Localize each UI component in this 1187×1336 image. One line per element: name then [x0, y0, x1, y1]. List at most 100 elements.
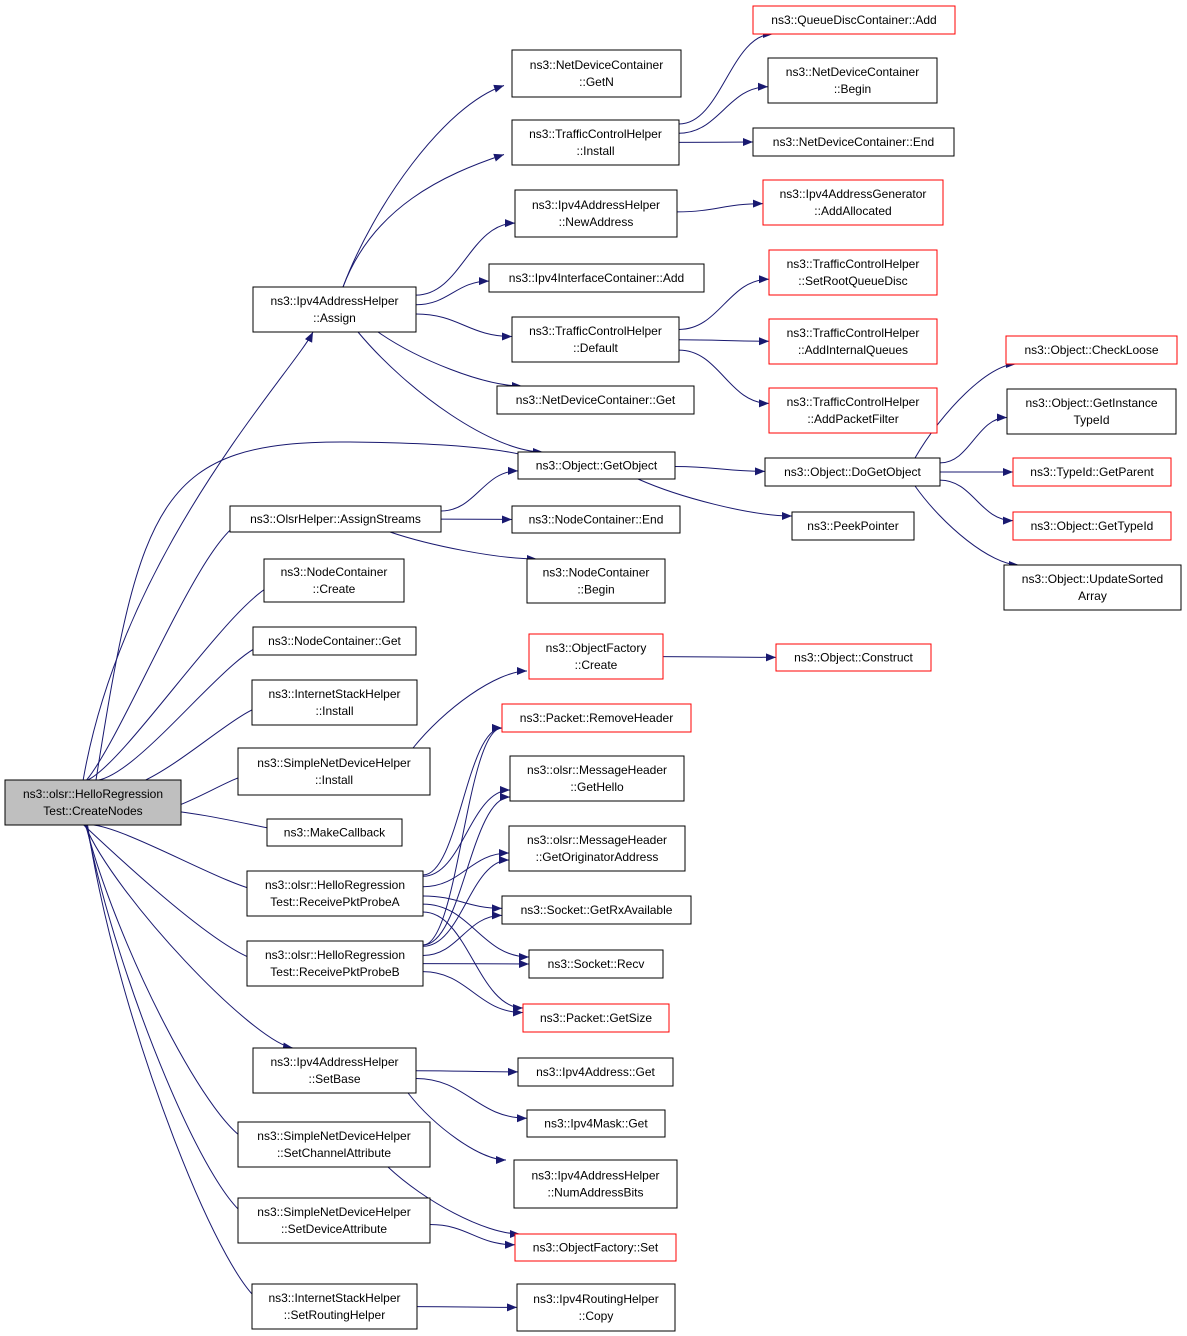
node-label: ns3::Ipv4AddressGenerator	[780, 187, 927, 201]
node-label: ns3::Ipv4AddressHelper	[532, 198, 660, 212]
node-obj-construct[interactable]: ns3::Object::Construct	[775, 643, 932, 672]
edge-root-to-nc_get	[88, 640, 269, 781]
node-ipv4ic-add[interactable]: ns3::Ipv4InterfaceContainer::Add	[488, 263, 705, 293]
node-tch-addinternal[interactable]: ns3::TrafficControlHelper::AddInternalQu…	[768, 318, 938, 365]
node-mh-gethello[interactable]: ns3::olsr::MessageHeader::GetHello	[509, 755, 685, 802]
node-box	[775, 643, 932, 672]
node-box	[237, 1121, 431, 1168]
edge-root-to-ipv4ah_setbase	[84, 824, 294, 1051]
node-ipv4mask-get[interactable]: ns3::Ipv4Mask::Get	[526, 1109, 666, 1138]
node-ndc-get[interactable]: ns3::NetDeviceContainer::Get	[496, 385, 695, 415]
node-obj-dogetobject[interactable]: ns3::Object::DoGetObject	[764, 457, 941, 487]
node-qdc-add[interactable]: ns3::QueueDiscContainer::Add	[752, 5, 956, 35]
node-label: ns3::olsr::HelloRegression	[265, 948, 405, 962]
node-root[interactable]: ns3::olsr::HelloRegressionTest::CreateNo…	[4, 779, 182, 826]
node-label: ::NewAddress	[559, 215, 634, 229]
node-box	[526, 1109, 666, 1138]
node-nc-get[interactable]: ns3::NodeContainer::Get	[252, 626, 417, 656]
edge-ipv4ah_newaddress-to-ipv4ag_addalloc	[676, 199, 764, 213]
edge-obj_getobject-to-obj_dogetobject	[674, 465, 766, 476]
node-of-create[interactable]: ns3::ObjectFactory::Create	[528, 633, 664, 680]
node-ndc-begin[interactable]: ns3::NetDeviceContainer::Begin	[767, 57, 938, 104]
node-ipv4ah-setbase[interactable]: ns3::Ipv4AddressHelper::SetBase	[252, 1047, 417, 1094]
node-sndh-setchannel[interactable]: ns3::SimpleNetDeviceHelper::SetChannelAt…	[237, 1121, 431, 1168]
node-box	[528, 633, 664, 680]
node-box	[4, 779, 182, 826]
node-label: ::SetDeviceAttribute	[281, 1222, 387, 1236]
node-peekpointer[interactable]: ns3::PeekPointer	[791, 511, 915, 541]
node-obj-checkloose[interactable]: ns3::Object::CheckLoose	[1005, 335, 1178, 365]
node-label: ns3::ObjectFactory	[546, 641, 647, 655]
node-typeid-getparent[interactable]: ns3::TypeId::GetParent	[1012, 457, 1172, 487]
node-nc-begin[interactable]: ns3::NodeContainer::Begin	[526, 558, 666, 604]
node-label: ns3::Object::GetObject	[536, 459, 658, 473]
node-ndc-getn[interactable]: ns3::NetDeviceContainer::GetN	[511, 49, 682, 98]
node-probe-a[interactable]: ns3::olsr::HelloRegressionTest::ReceiveP…	[246, 870, 424, 917]
node-label: ns3::Ipv4Address::Get	[536, 1065, 655, 1079]
node-olsr-assignstreams[interactable]: ns3::OlsrHelper::AssignStreams	[229, 505, 442, 533]
node-ipv4ah-assign[interactable]: ns3::Ipv4AddressHelper::Assign	[252, 286, 417, 333]
edge-probe_b-to-mh_getorig	[422, 856, 510, 947]
node-box	[1006, 388, 1177, 435]
node-box	[511, 119, 680, 166]
node-label: ns3::NetDeviceContainer	[530, 58, 663, 72]
node-obj-getobject[interactable]: ns3::Object::GetObject	[517, 451, 676, 480]
node-box	[511, 505, 681, 534]
node-label: ns3::Ipv4AddressHelper	[531, 1169, 659, 1183]
edge-root-to-probe_a	[82, 824, 263, 894]
node-label: ns3::NetDeviceContainer::End	[773, 135, 934, 149]
node-ipv4addr-get[interactable]: ns3::Ipv4Address::Get	[517, 1057, 674, 1087]
edge-obj_dogetobject-to-obj_getinstance	[939, 413, 1008, 464]
edge-root-to-probe_b	[83, 824, 263, 964]
node-label: ns3::Ipv4AddressHelper	[270, 1055, 398, 1069]
node-obj-gettypeid[interactable]: ns3::Object::GetTypeId	[1012, 511, 1172, 541]
node-nc-create[interactable]: ns3::NodeContainer::Create	[263, 558, 405, 603]
node-mh-getorig[interactable]: ns3::olsr::MessageHeader::GetOriginatorA…	[508, 825, 686, 872]
node-label: ::SetRootQueueDisc	[798, 274, 907, 288]
node-label: ::Create	[313, 582, 356, 596]
node-sock-getrx[interactable]: ns3::Socket::GetRxAvailable	[501, 895, 692, 925]
node-label: ns3::NodeContainer	[281, 565, 388, 579]
node-tch-install[interactable]: ns3::TrafficControlHelper::Install	[511, 119, 680, 166]
node-sndh-setdevice[interactable]: ns3::SimpleNetDeviceHelper::SetDeviceAtt…	[237, 1197, 431, 1244]
node-box	[1012, 511, 1172, 541]
node-box	[252, 1047, 417, 1094]
edge-of_create-to-obj_construct	[662, 653, 777, 662]
node-probe-b[interactable]: ns3::olsr::HelloRegressionTest::ReceiveP…	[246, 940, 424, 987]
node-box	[237, 747, 431, 796]
edge-root-to-sndh_setdevice	[86, 824, 254, 1221]
node-label: Test::ReceivePktProbeB	[270, 965, 399, 979]
node-tch-default[interactable]: ns3::TrafficControlHelper::Default	[511, 316, 680, 363]
node-of-set[interactable]: ns3::ObjectFactory::Set	[514, 1233, 677, 1262]
edge-obj_dogetobject-to-obj_checkloose	[914, 360, 1017, 459]
node-box	[513, 1159, 678, 1209]
node-label: ns3::TrafficControlHelper	[529, 324, 662, 338]
node-sock-recv[interactable]: ns3::Socket::Recv	[528, 949, 664, 979]
node-box	[526, 558, 666, 604]
node-ish-install[interactable]: ns3::InternetStackHelper::Install	[251, 679, 418, 726]
node-box	[246, 870, 424, 917]
node-label: ns3::Ipv4AddressHelper	[270, 294, 398, 308]
node-ish-setrouting[interactable]: ns3::InternetStackHelper::SetRoutingHelp…	[251, 1283, 418, 1330]
node-ipv4rh-copy[interactable]: ns3::Ipv4RoutingHelper::Copy	[516, 1283, 676, 1332]
node-nc-end[interactable]: ns3::NodeContainer::End	[511, 505, 681, 534]
node-makecallback[interactable]: ns3::MakeCallback	[266, 818, 403, 847]
edge-probe_b-to-mh_gethello	[422, 793, 511, 946]
node-box	[237, 1197, 431, 1244]
node-tch-addfilter[interactable]: ns3::TrafficControlHelper::AddPacketFilt…	[768, 387, 938, 434]
node-ipv4ah-newaddress[interactable]: ns3::Ipv4AddressHelper::NewAddress	[514, 189, 678, 238]
node-ndc-end[interactable]: ns3::NetDeviceContainer::End	[752, 127, 955, 157]
node-sndh-install[interactable]: ns3::SimpleNetDeviceHelper::Install	[237, 747, 431, 796]
edge-ipv4ah_setbase-to-ipv4addr_get	[415, 1067, 519, 1076]
node-pkt-getsize[interactable]: ns3::Packet::GetSize	[522, 1003, 670, 1033]
node-pkt-removeheader[interactable]: ns3::Packet::RemoveHeader	[501, 703, 692, 733]
edge-probe_a-to-sock_getrx	[422, 895, 503, 913]
node-ipv4ah-numbits[interactable]: ns3::Ipv4AddressHelper::NumAddressBits	[513, 1159, 678, 1209]
node-label: ns3::olsr::HelloRegression	[265, 878, 405, 892]
node-tch-setroot[interactable]: ns3::TrafficControlHelper::SetRootQueueD…	[768, 249, 938, 296]
node-label: ns3::SimpleNetDeviceHelper	[257, 1205, 410, 1219]
node-ipv4ag-addalloc[interactable]: ns3::Ipv4AddressGenerator::AddAllocated	[762, 179, 944, 226]
node-label: ns3::TypeId::GetParent	[1030, 465, 1154, 479]
